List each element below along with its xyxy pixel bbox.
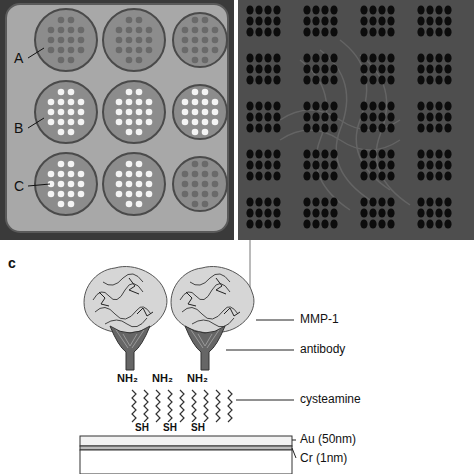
chip-photo (0, 0, 234, 240)
protein-illustration (84, 267, 254, 333)
part-label: Au (50nm) (300, 433, 356, 446)
leader-line (28, 48, 50, 186)
part-label: Cr (1nm) (300, 452, 347, 465)
part-label: cysteamine (300, 393, 361, 406)
antibody-illustration (110, 326, 225, 370)
group-label: SH (134, 422, 150, 433)
group-label: NH₂ (186, 372, 209, 384)
leader-line (226, 320, 296, 458)
group-label: SH (162, 422, 178, 433)
part-label: MMP-1 (300, 313, 339, 326)
chromium-layer (80, 446, 292, 450)
gold-layer (80, 436, 292, 446)
part-label: antibody (300, 343, 345, 356)
microscope-photo (238, 0, 474, 240)
row-letter: B (14, 121, 23, 136)
row-letter: A (14, 51, 23, 66)
group-label: NH₂ (116, 372, 139, 384)
cysteamine-chains (132, 390, 232, 422)
panel-letter: c (8, 256, 16, 271)
substrate (80, 450, 292, 474)
group-label: SH (190, 422, 206, 433)
group-label: NH₂ (151, 372, 174, 384)
pointer-line (250, 240, 251, 290)
row-letter: C (14, 179, 24, 194)
